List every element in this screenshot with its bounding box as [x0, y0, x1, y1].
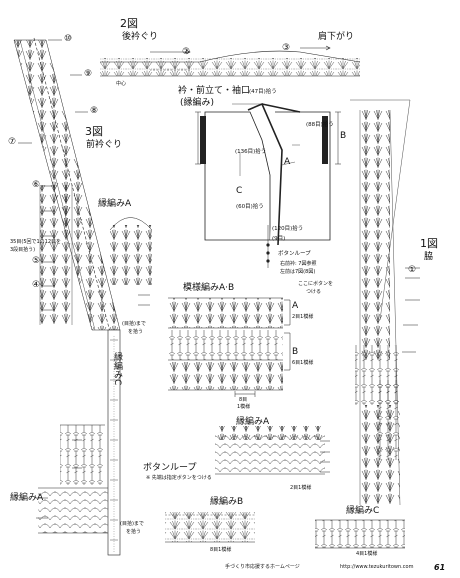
rep-b-bottom: 8目1模様 — [210, 547, 232, 553]
center-label: 中心 — [116, 81, 127, 87]
edging-c-vertical-label: 縁編みC — [112, 352, 122, 386]
mid-note-2: を拾う — [128, 329, 144, 335]
right-note-1: 右前衿: 7図参照 — [280, 261, 317, 267]
mid-note-1: (目拾)まで — [122, 321, 146, 327]
rep-c-bottom: 4目1模様 — [356, 551, 378, 557]
fig2-back-neck-chart — [100, 45, 361, 77]
diagram-title: 衿・前立て・袖口 — [178, 86, 251, 96]
diagram-subtitle: (縁編み) — [180, 98, 215, 108]
repeat-b-note: 6目1模様 — [292, 360, 314, 366]
footer-url: http://www.tezukuritown.com — [340, 564, 414, 570]
right-stitch-annotation: (88目)拾う — [306, 122, 334, 128]
top-stitch-annotation: (47目)拾う — [249, 89, 277, 95]
edging-c-bottom-label: 縁編みC — [346, 506, 380, 516]
edging-a-top-label: 縁編みA — [98, 199, 132, 209]
row-number-2: ② — [182, 47, 191, 57]
lace-ab-label: 模様編みA·B — [183, 283, 235, 293]
button-loop-small: ボタンループ — [278, 251, 311, 257]
button-loop-label: ボタンループ — [143, 463, 197, 473]
bottom-note-2: を拾う — [126, 529, 142, 535]
garment-schematic — [195, 102, 341, 268]
fig2-title: 後衿ぐり — [122, 32, 159, 42]
edging-a-fan-cluster — [109, 217, 153, 285]
letter-b: B — [340, 131, 347, 141]
right-note-3: ここにボタンを — [298, 281, 334, 287]
left-stitch-annotation: (136目)拾う — [235, 149, 267, 155]
right-note-2: 左前は7図(8図) — [280, 269, 316, 275]
bottom-note-1: (目拾)まで — [120, 521, 144, 527]
row-number-7: ⑦ — [8, 137, 17, 147]
edging-a-left-column — [39, 185, 73, 325]
letter-c: C — [236, 186, 243, 196]
edging-a-bottom-label: 縁編みA — [10, 493, 44, 503]
row-number-9: ⑨ — [84, 69, 93, 79]
fig1-number: 1図 — [420, 237, 438, 250]
edging-a-center-label: 縁編みA — [236, 417, 270, 427]
edging-b-chart — [165, 512, 255, 543]
rep-a-center: 2目1模様 — [290, 485, 312, 491]
repeat-a-letter: A — [292, 301, 299, 311]
footer-site-text: 手づくり市応援するホームページ — [225, 564, 300, 570]
mid-stitch-annotation: (60目)拾う — [236, 204, 264, 210]
row-number-3: ③ — [282, 43, 291, 53]
edging-b-label: 縁編みB — [210, 497, 244, 507]
front-stitch-annotation: (120目)拾う — [272, 226, 304, 232]
repeat-a-note: 2目1模様 — [292, 314, 314, 320]
fig1-side-chart — [350, 99, 411, 506]
left-note-1: 35目(5回で1の12目を — [10, 239, 62, 245]
row-number-10: ⑩ — [64, 34, 73, 44]
fig2-number: 2図 — [120, 17, 138, 30]
row-number-6: ⑥ — [32, 180, 41, 190]
edging-a-center-chart — [215, 426, 325, 475]
edging-a-bottom-block — [38, 424, 108, 534]
letter-a: A — [284, 157, 291, 167]
page-number: 61 — [434, 563, 446, 572]
edging-c-bottom-chart — [315, 519, 405, 549]
row-number-5: ⑤ — [32, 256, 41, 266]
edging-c-vertical-strip — [107, 329, 121, 556]
row-number-4: ④ — [32, 280, 41, 290]
fig3-number: 3図 — [85, 125, 103, 138]
fig3-title: 前衿ぐり — [86, 140, 123, 150]
row-number-8: ⑧ — [90, 106, 99, 116]
repeat-bottom: 1模様 — [237, 404, 251, 410]
lace-ab-chart — [168, 297, 291, 397]
katasagari-label: 肩下がり — [318, 32, 355, 42]
left-note-2: 3段目拾う) — [10, 247, 36, 253]
button-loop-note: ※ 先端は指定ボタンをつける — [146, 475, 212, 481]
repeat-b-letter: B — [292, 347, 299, 357]
row-arrows — [18, 39, 420, 519]
right-note-4: つける — [306, 289, 322, 295]
row-9-annotation: (9目) — [272, 236, 286, 242]
repeat-bottom-8: 8目 — [239, 397, 248, 403]
row-number-1: ① — [408, 265, 417, 275]
fig1-title: 脇 — [424, 252, 434, 262]
